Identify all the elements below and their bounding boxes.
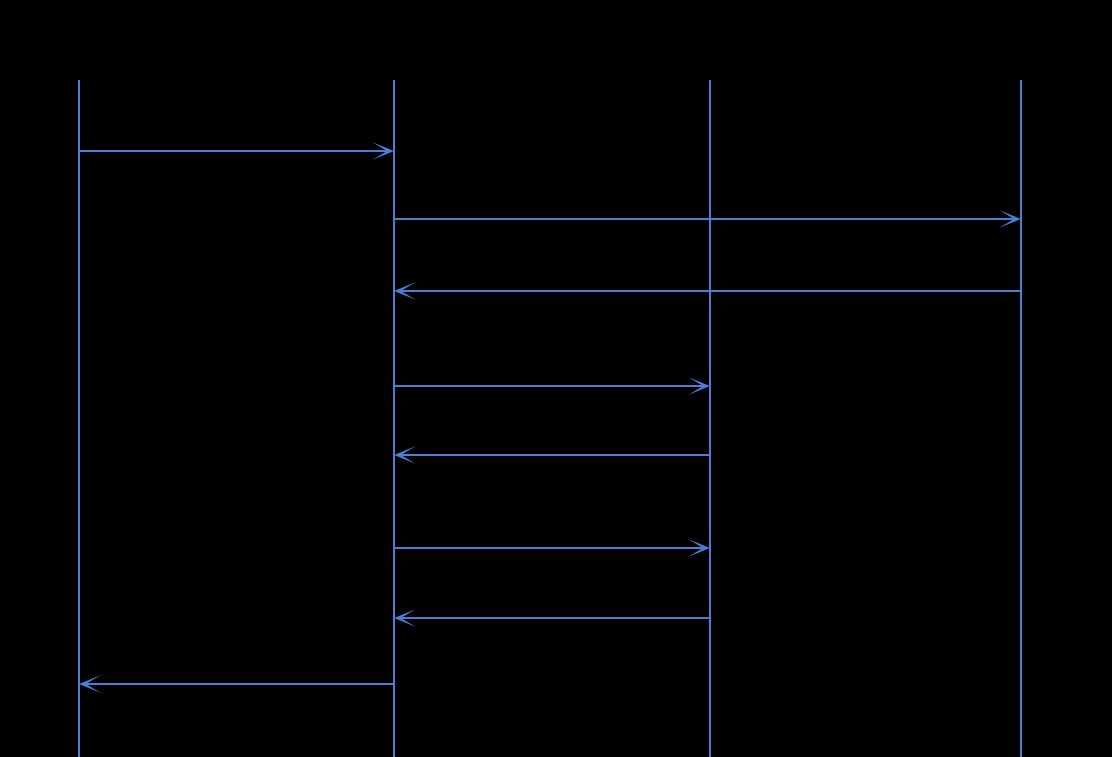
message-8 (79, 675, 394, 693)
message-arrowhead-6 (688, 539, 710, 557)
messages-layer (79, 142, 1021, 693)
message-1 (79, 142, 394, 160)
message-arrowhead-5 (394, 446, 416, 464)
message-arrowhead-2 (999, 210, 1021, 228)
message-arrowhead-3 (394, 282, 416, 300)
message-arrowhead-7 (394, 609, 416, 627)
message-6 (394, 539, 710, 557)
message-arrowhead-1 (372, 142, 394, 160)
message-arrowhead-4 (688, 377, 710, 395)
message-2 (394, 210, 1021, 228)
message-arrowhead-8 (79, 675, 101, 693)
message-5 (394, 446, 710, 464)
message-3 (394, 282, 1021, 300)
message-7 (394, 609, 710, 627)
lifelines-layer (78, 80, 1022, 757)
message-4 (394, 377, 710, 395)
